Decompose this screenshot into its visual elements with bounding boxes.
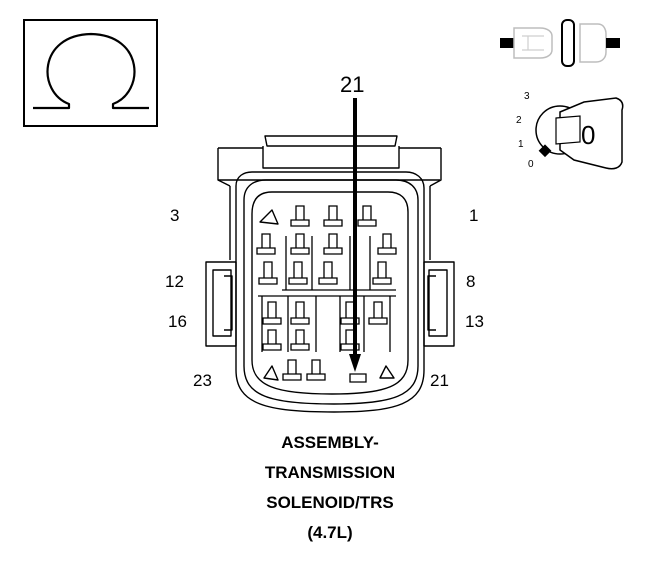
- pin-label-16: 16: [168, 312, 187, 331]
- caption-line-1: ASSEMBLY-: [281, 433, 379, 452]
- pin-label-1: 1: [469, 206, 479, 225]
- connector-disconnected-icon: [500, 19, 620, 67]
- pin-label-3: 3: [170, 206, 180, 225]
- key-position-0: 0: [528, 159, 534, 170]
- pin-21-pointer-arrow: [349, 98, 361, 372]
- key-position-2: 2: [516, 115, 522, 126]
- terminal-cavities: [256, 205, 397, 383]
- caption-line-4: (4.7L): [307, 523, 353, 542]
- connector-body: [205, 135, 455, 413]
- connector-caption: ASSEMBLY- TRANSMISSION SOLENOID/TRS (4.7…: [230, 428, 430, 548]
- pin-label-21: 21: [430, 371, 449, 390]
- callout-pin-number: 21: [340, 72, 365, 97]
- pin-label-23: 23: [193, 371, 212, 390]
- pin-label-13: 13: [465, 312, 484, 331]
- key-symbol-zero: 0: [581, 120, 596, 150]
- ohmmeter-icon: [23, 19, 158, 127]
- caption-line-2: TRANSMISSION: [264, 463, 396, 482]
- ignition-key-off-icon: [535, 97, 624, 170]
- caption-line-3: SOLENOID/TRS: [266, 493, 394, 512]
- key-position-1: 1: [518, 139, 524, 150]
- key-position-3: 3: [524, 91, 530, 102]
- pin-label-8: 8: [466, 272, 476, 291]
- pin-label-12: 12: [165, 272, 184, 291]
